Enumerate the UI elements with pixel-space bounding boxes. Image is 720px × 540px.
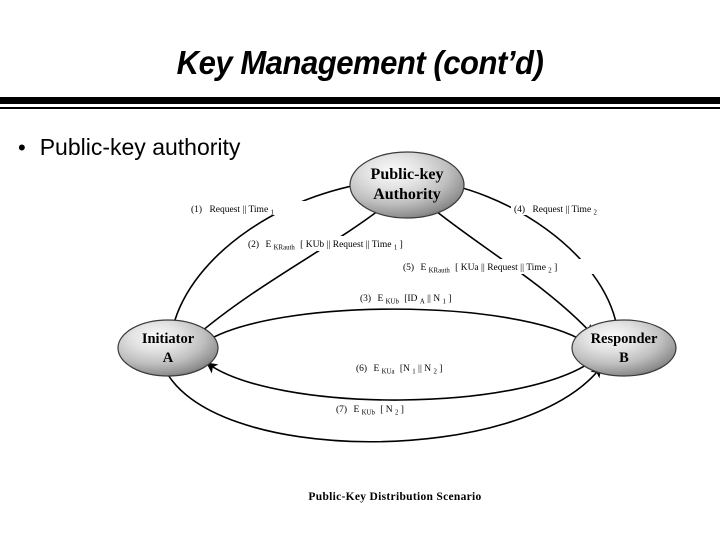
message-label-4: (4) Request || Time 2 — [511, 201, 643, 217]
bullet-item-public-key-authority: • Public-key authority — [18, 134, 240, 161]
bullet-marker-icon: • — [18, 135, 26, 160]
initiator-node-shape — [117, 319, 219, 377]
node-initiator-a[interactable]: Initiator A — [117, 319, 219, 377]
message-label-5: (5) E KRauth [ KUa || Request || Time 2 … — [400, 259, 612, 276]
message-5-cipher-op: E — [420, 263, 426, 273]
svg-text:(4) Request || Time: (4) Request || Time 2 — [514, 204, 598, 217]
message-6-key: KUa — [382, 369, 395, 376]
message-6-subscript2: 2 — [433, 369, 437, 376]
bullet-item-label: Public-key authority — [39, 134, 241, 160]
message-3-key: KUb — [386, 299, 400, 306]
message-3-mid: || N — [427, 294, 440, 304]
message-2-subscript: 1 — [394, 245, 397, 252]
message-label-6: (6) E KUa [N 1 || N 2 ] — [353, 360, 461, 377]
message-7-subscript: 2 — [395, 410, 399, 417]
initiator-node-label-line2: A — [163, 350, 174, 366]
message-7-number: (7) — [336, 404, 347, 415]
message-1-subscript: 1 — [271, 210, 274, 217]
authority-node-shape — [349, 151, 465, 219]
responder-node-label-line2: B — [619, 350, 629, 366]
message-6-subscript: 1 — [412, 369, 415, 376]
arrow-message-3 — [204, 308, 588, 344]
svg-text:(1) Request || Time: (1) Request || Time 1 — [191, 204, 274, 217]
message-6-mid: || N — [418, 364, 431, 374]
title-divider-thick — [0, 97, 720, 104]
initiator-node-label-line1: Initiator — [142, 331, 195, 347]
message-label-2: (2) E KRauth [ KUb || Request || Time 1 … — [245, 236, 450, 253]
message-5-body: [ KUa || Request || Time — [455, 263, 546, 273]
message-2-cipher-op: E — [265, 240, 271, 250]
message-7-tail: ] — [401, 405, 404, 415]
message-2-key: KRauth — [274, 245, 296, 252]
message-label-7: (7) E KUb [ N 2 ] — [333, 401, 425, 418]
responder-node-shape — [571, 319, 677, 377]
arrow-message-6 — [206, 358, 596, 401]
message-3-cipher-op: E — [377, 294, 383, 304]
svg-text:(3) E KUb: (3) E KUb [ID A || N 1 ] — [360, 293, 451, 307]
svg-text:(7) E KUb: (7) E KUb [ N 2 ] — [336, 404, 404, 418]
responder-node-label-line1: Responder — [591, 331, 658, 347]
message-4-subscript: 2 — [594, 210, 598, 217]
page-title: Key Management (cont’d) — [176, 44, 544, 81]
message-7-body: [ N — [380, 405, 393, 415]
arrow-message-2 — [194, 206, 384, 338]
message-5-key: KRauth — [429, 268, 451, 275]
message-label-1: (1) Request || Time 1 — [187, 201, 317, 217]
svg-text:(5) E KRau: (5) E KRauth [ KUa || Request || Time 2 … — [403, 262, 557, 276]
message-3-body: [ID — [404, 294, 417, 304]
message-3-subscript2: 1 — [443, 299, 446, 306]
message-1-body: Request || Time — [209, 205, 268, 215]
node-public-key-authority[interactable]: Public-key Authority — [349, 151, 465, 219]
message-5-number: (5) — [403, 262, 414, 273]
message-3-tail: ] — [448, 294, 451, 304]
authority-node-label-line2: Authority — [373, 186, 441, 203]
message-2-number: (2) — [248, 239, 259, 250]
svg-text:(2) E KRau: (2) E KRauth [ KUb || Request || Time 1 … — [248, 239, 403, 253]
message-2-tail: ] — [400, 240, 403, 250]
message-7-key: KUb — [362, 410, 376, 417]
public-key-distribution-diagram: Public-key Authority Initiator A Respond… — [95, 145, 695, 525]
message-4-number: (4) — [514, 204, 525, 215]
message-2-body: [ KUb || Request || Time — [300, 240, 391, 250]
authority-node-label-line1: Public-key — [371, 166, 444, 183]
title-divider-thin — [0, 107, 720, 109]
message-5-subscript: 2 — [548, 268, 552, 275]
svg-text:(6) E KUa: (6) E KUa [N 1 || N 2 ] — [356, 363, 442, 377]
message-5-tail: ] — [554, 263, 557, 273]
message-3-number: (3) — [360, 293, 371, 304]
arrow-message-7 — [162, 364, 602, 443]
message-4-body: Request || Time — [532, 205, 591, 215]
message-6-cipher-op: E — [373, 364, 379, 374]
message-6-tail: ] — [439, 364, 442, 374]
message-6-body: [N — [400, 364, 410, 374]
message-1-number: (1) — [191, 204, 202, 215]
message-6-number: (6) — [356, 363, 367, 374]
node-responder-b[interactable]: Responder B — [571, 319, 677, 377]
message-3-subscript: A — [420, 299, 425, 306]
message-label-3: (3) E KUb [ID A || N 1 ] — [357, 290, 467, 307]
diagram-caption: Public-Key Distribution Scenario — [308, 491, 481, 503]
message-7-cipher-op: E — [353, 405, 359, 415]
